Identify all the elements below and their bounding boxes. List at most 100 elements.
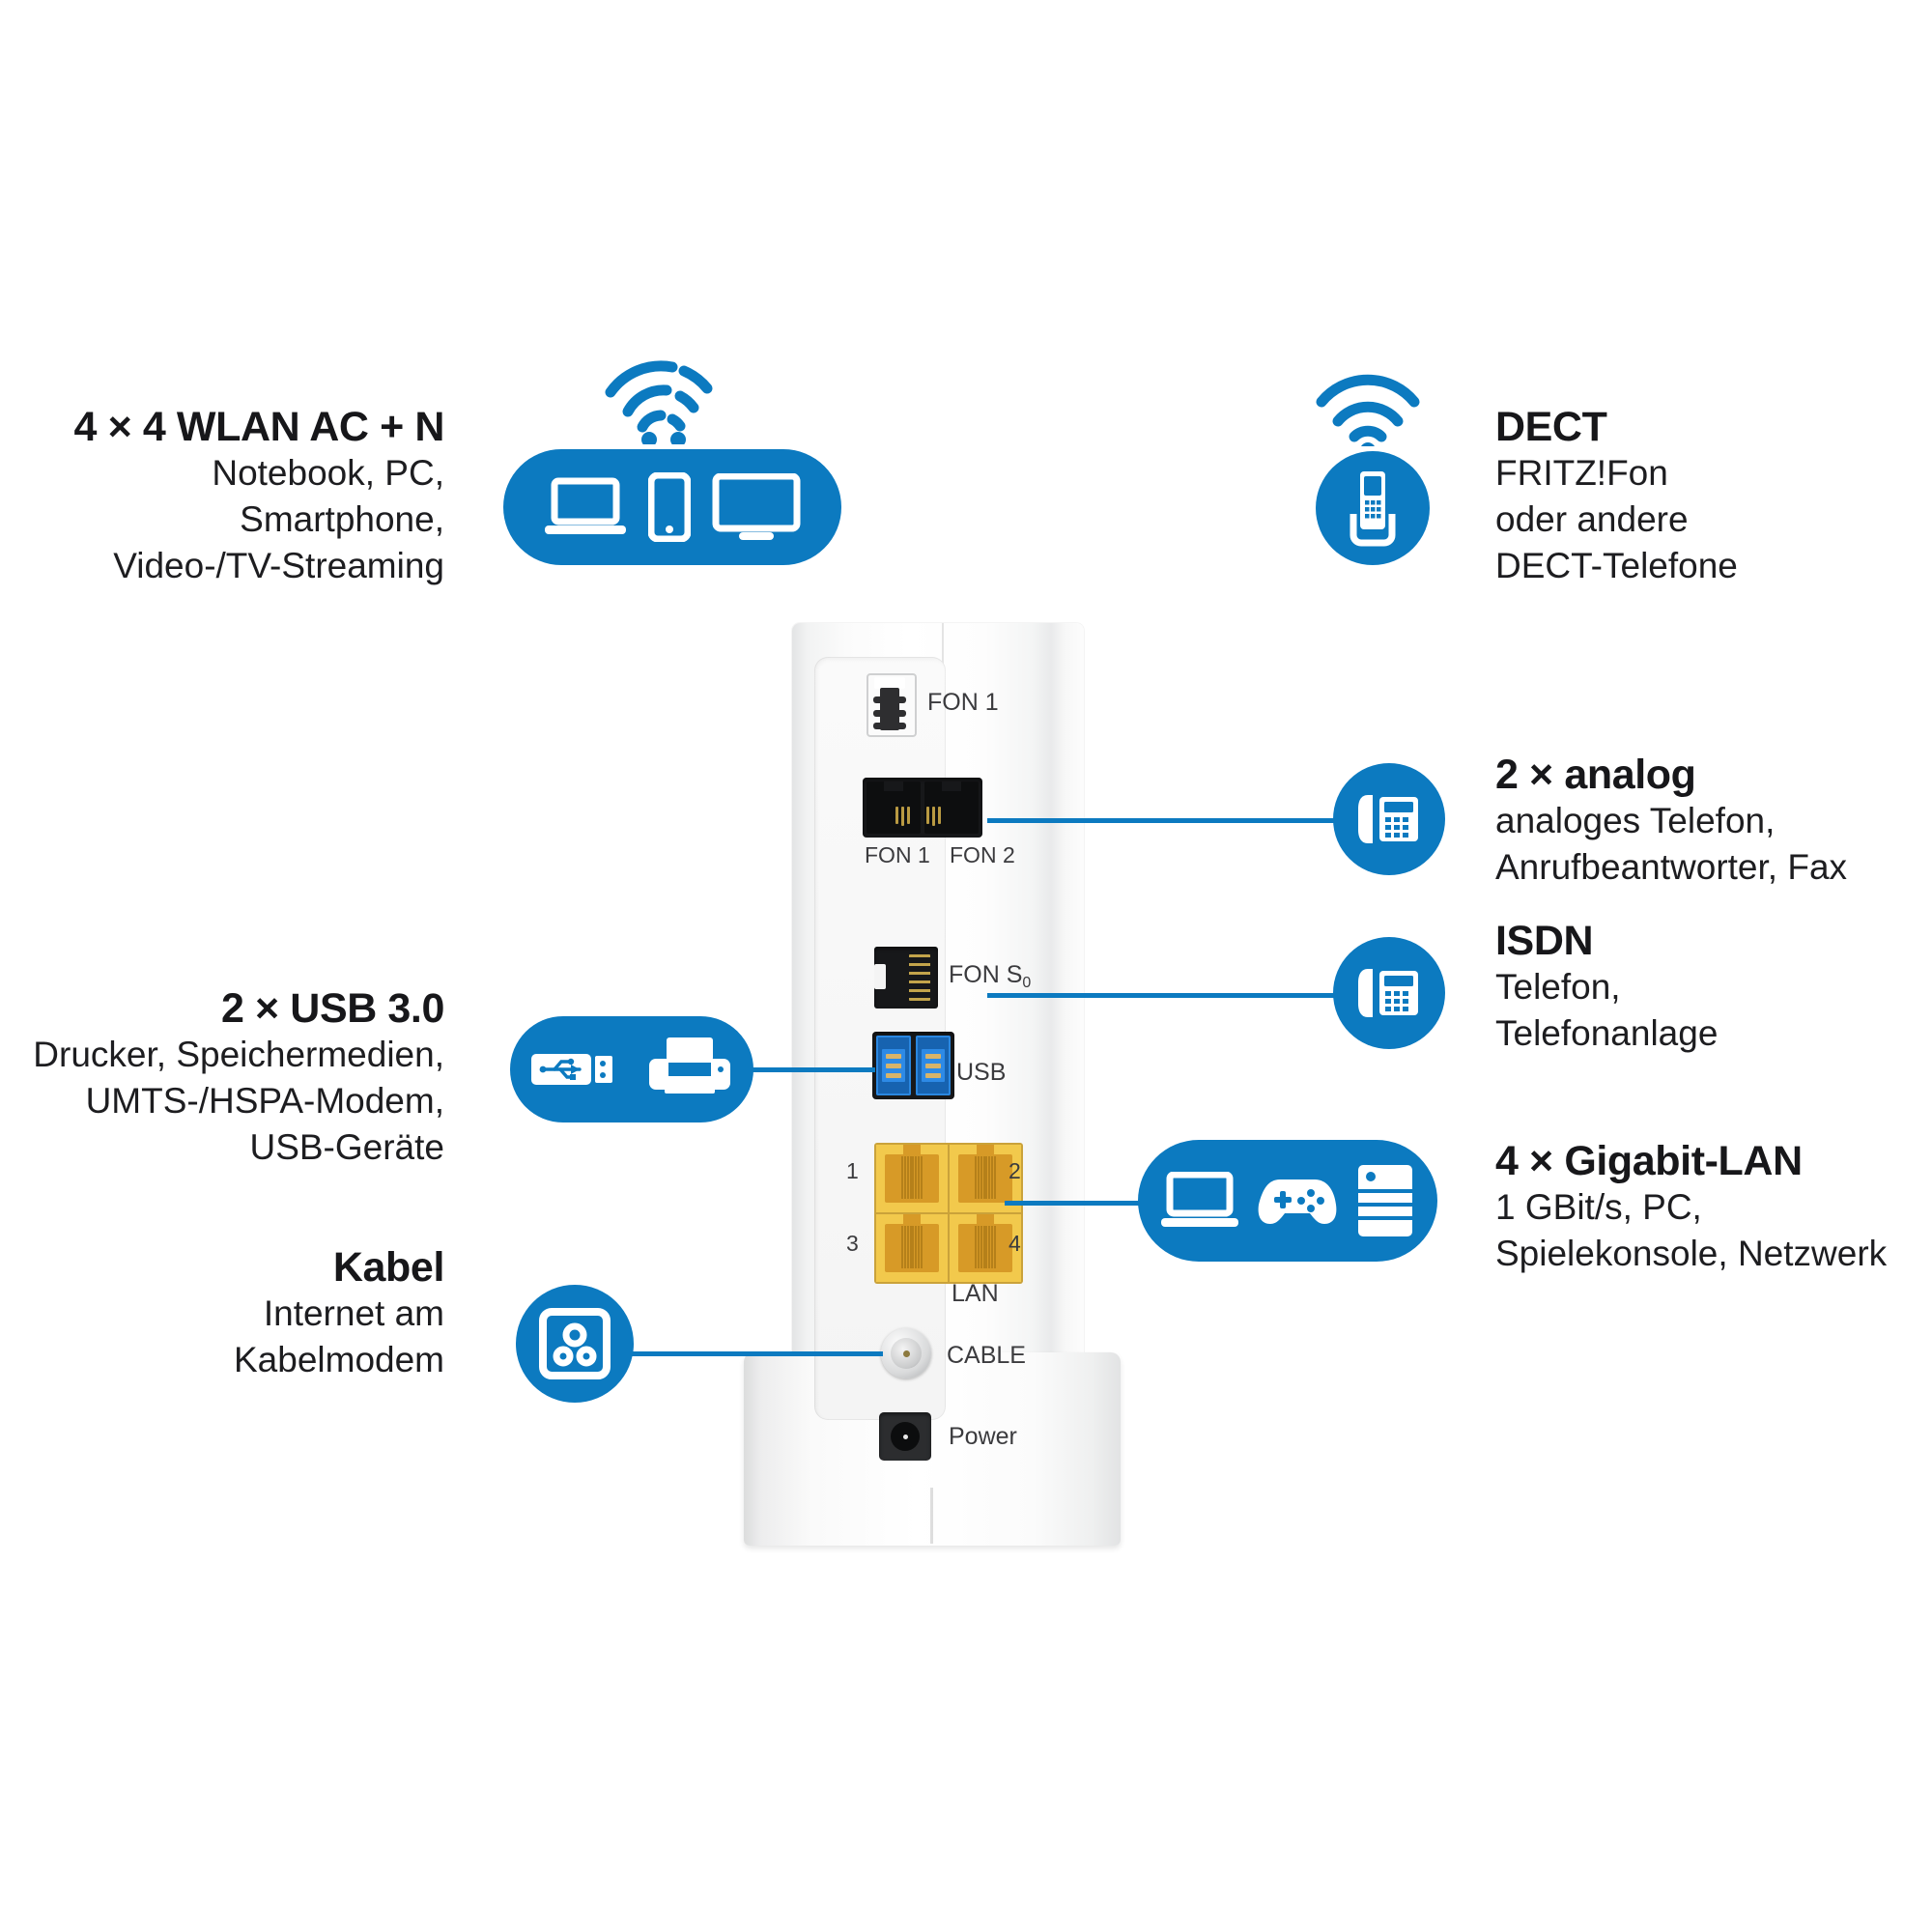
lan-port-3 [876,1214,948,1282]
power-jack-pin [902,1434,908,1439]
leader-line-analog [987,818,1335,823]
usb-tongue [922,1049,945,1082]
lan-key [903,1214,921,1226]
rj11-jack-pair [863,778,982,838]
rj11-key [884,781,903,791]
lan-number-4: 4 [1009,1231,1021,1256]
usb-stick-icon [531,1046,624,1093]
lan-key [903,1145,921,1156]
rj11-pins [895,807,910,826]
callout-dect-line-1: FRITZ!Fon [1495,453,1668,494]
lan-number-1: 1 [846,1158,859,1183]
lan-port-grid [874,1143,1023,1284]
usb-port-label: USB [956,1059,1007,1086]
rj11-jack-fon1 [867,781,921,834]
callout-kabel: Kabel Internet am Kabelmodem [58,1244,444,1383]
lan-key [977,1214,994,1226]
lan-pins [975,1226,996,1268]
monitor-icon [712,473,801,541]
badge-coax-socket [516,1285,634,1403]
smartphone-icon [648,472,691,542]
callout-analog: 2 × analog analoges Telefon, Anrufbeantw… [1495,752,1920,891]
rj11-key [942,781,961,791]
leader-line-kabel [620,1351,883,1356]
laptop-icon [544,477,627,537]
badge-analog-phone [1333,763,1445,875]
usb-port-2 [916,1036,951,1095]
printer-icon [647,1036,732,1103]
callout-kabel-line-2: Kabelmodem [233,1340,444,1380]
callout-isdn: ISDN Telefon, Telefonanlage [1495,918,1920,1057]
rj45-pin-comb [909,954,930,1001]
lan-port-1 [876,1145,948,1212]
callout-lan-line-1: 1 GBit/s, PC, [1495,1187,1702,1228]
tae-wing [873,710,906,717]
badge-usb-devices [510,1016,753,1122]
rj11-jack-fon2 [924,781,979,834]
callout-usb-line-1: Drucker, Speichermedien, [33,1035,444,1075]
rj45-jack-fon-s0 [874,947,938,1009]
tae-top-tab [874,677,905,689]
usb-tongue [882,1049,905,1082]
tae-connector [867,673,917,737]
coax-inner-ring [891,1338,922,1369]
lan-pins [901,1156,923,1199]
callout-usb-line-2: UMTS-/HSPA-Modem, [85,1081,444,1122]
tae-wing [873,696,906,703]
leader-line-isdn [987,993,1335,998]
fon1-port-label: FON 1 [865,842,930,867]
cordless-handset-icon [1344,468,1402,549]
fon-s0-port-label: FON S0 [949,961,1031,991]
lan-mouth [885,1154,939,1203]
wifi-icon [599,355,724,444]
badge-lan-devices [1138,1140,1437,1262]
lan-pins [901,1226,923,1268]
laptop-icon [1160,1172,1239,1230]
lan-number-2: 2 [1009,1158,1021,1183]
desk-phone-icon [1354,961,1424,1025]
callout-wlan-title: 4 × 4 WLAN AC + N [73,404,445,450]
rj11-pins [926,807,941,826]
callout-lan: 4 × Gigabit-LAN 1 GBit/s, PC, Spielekons… [1495,1138,1930,1277]
lan-mouth [958,1224,1012,1272]
power-jack [879,1412,931,1461]
lan-number-3: 3 [846,1231,859,1256]
fon-s0-text: FON S [949,961,1023,988]
lan-mouth [958,1154,1012,1203]
callout-isdn-line-2: Telefonanlage [1495,1013,1719,1054]
callout-wlan: 4 × 4 WLAN AC + N Notebook, PC, Smartpho… [39,404,445,589]
callout-isdn-line-1: Telefon, [1495,967,1621,1008]
tae-port-label: FON 1 [927,689,999,716]
coax-center-pin [902,1350,910,1357]
callout-dect-line-2: oder andere [1495,499,1689,540]
callout-lan-line-2: Spielekonsole, Netzwerk [1495,1234,1888,1274]
coax-socket-icon [539,1308,611,1379]
gamepad-icon [1257,1174,1338,1228]
callout-dect-line-3: DECT-Telefone [1495,546,1738,586]
callout-wlan-line-1: Notebook, PC, [212,453,444,494]
lan-port-label: LAN [952,1280,999,1307]
callout-analog-line-1: analoges Telefon, [1495,801,1776,841]
rj45-key-notch [874,964,886,989]
desk-phone-icon [1354,787,1424,851]
lan-pins [975,1156,996,1199]
callout-lan-title: 4 × Gigabit-LAN [1495,1138,1803,1184]
badge-wlan-devices [503,449,841,565]
fon2-port-label: FON 2 [950,842,1015,867]
nas-icon [1355,1162,1415,1239]
leader-line-lan [1005,1201,1150,1206]
usb-port-block [872,1032,954,1099]
lan-mouth [885,1224,939,1272]
lan-port-4 [950,1214,1021,1282]
callout-dect-title: DECT [1495,404,1607,450]
callout-usb-title: 2 × USB 3.0 [220,985,444,1032]
callout-wlan-line-2: Smartphone, [240,499,444,540]
tae-wing [873,723,906,729]
leader-line-usb [752,1067,875,1072]
badge-isdn-phone [1333,937,1445,1049]
callout-analog-title: 2 × analog [1495,752,1696,798]
usb-port-1 [876,1036,911,1095]
power-port-label: Power [949,1423,1017,1450]
callout-kabel-line-1: Internet am [263,1293,444,1334]
